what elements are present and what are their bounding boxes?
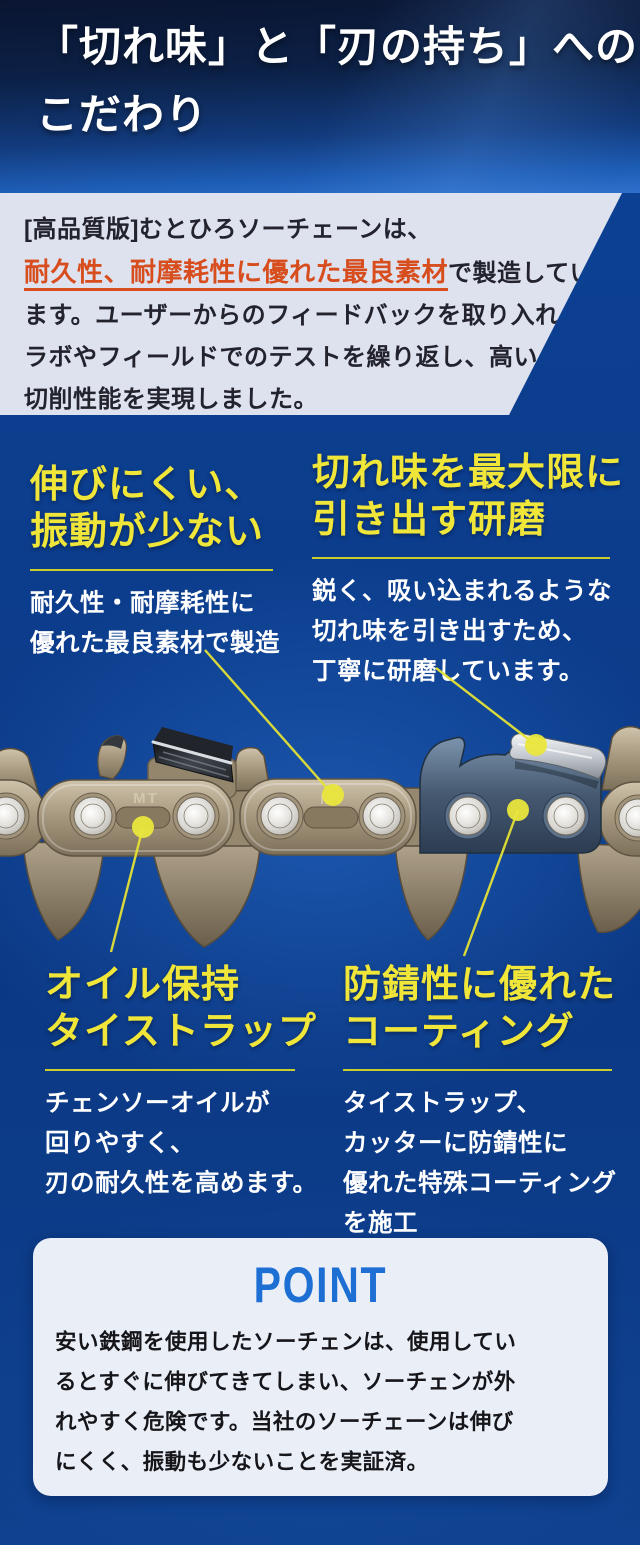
feature-low-stretch: 伸びにくい、 振動が少ない 耐久性・耐摩耗性に 優れた最良素材で製造 xyxy=(30,462,280,664)
header-banner: 「切れ味」と「刃の持ち」への こだわり xyxy=(0,0,640,193)
point-label: POINT xyxy=(253,1257,388,1313)
feature-sharpness-title: 切れ味を最大限に 引き出す研磨 xyxy=(312,450,624,544)
page-title-line-1: 「切れ味」と「刃の持ち」への xyxy=(36,25,639,71)
feature-oil-keeping-title: オイル保持 タイストラップ xyxy=(45,962,318,1056)
feature-anti-rust-title-1: 防錆性に優れた xyxy=(343,964,617,1006)
intro-line-2-rest: で製造してい xyxy=(448,260,595,287)
feature-anti-rust-desc: タイストラップ、 カッターに防錆性に 優れた特殊コーティング を施工 xyxy=(343,1084,617,1244)
chainsaw-chain-photo: MT MT xyxy=(0,649,640,957)
feature-sharpness-title-2: 引き出す研磨 xyxy=(312,499,547,541)
feature-low-stretch-title-2: 振動が少ない xyxy=(30,511,265,553)
point-label-wrap: POINT xyxy=(33,1260,608,1310)
feature-sharpness: 切れ味を最大限に 引き出す研磨 鋭く、吸い込まれるような 切れ味を引き出すため、… xyxy=(312,450,624,692)
intro-line-3: ます。ユーザーからのフィードバックを取り入れ、 xyxy=(24,302,585,329)
desc-line: 優れた特殊コーティング xyxy=(343,1170,617,1197)
desc-line: 鋭く、吸い込まれるような xyxy=(312,578,612,605)
desc-line: チェンソーオイルが xyxy=(45,1090,270,1117)
intro-line-5: 切削性能を実現しました。 xyxy=(24,386,318,413)
desc-line: 切れ味を引き出すため、 xyxy=(312,618,587,645)
desc-line: カッターに防錆性に xyxy=(343,1130,568,1157)
intro-line-2: 耐久性、耐摩耗性に優れた最良素材で製造してい xyxy=(0,251,622,295)
point-line: れやすく危険です。当社のソーチェーンは伸び xyxy=(55,1410,514,1434)
feature-oil-keeping-title-2: タイストラップ xyxy=(45,1011,317,1053)
point-line: るとすぐに伸びてきてしまい、ソーチェンが外 xyxy=(55,1370,516,1394)
feature-anti-rust: 防錆性に優れた コーティング タイストラップ、 カッターに防錆性に 優れた特殊コ… xyxy=(343,962,617,1244)
desc-line: を施工 xyxy=(343,1210,418,1237)
feature-low-stretch-title-1: 伸びにくい、 xyxy=(30,464,264,506)
feature-oil-keeping-divider xyxy=(45,1069,295,1071)
feature-low-stretch-title: 伸びにくい、 振動が少ない xyxy=(30,462,280,556)
feature-low-stretch-divider xyxy=(30,569,273,571)
point-line: にくく、振動も少ないことを実証済。 xyxy=(55,1450,429,1474)
desc-line: 丁寧に研磨しています。 xyxy=(312,658,584,685)
page-title: 「切れ味」と「刃の持ち」への こだわり xyxy=(36,14,638,150)
desc-line: 回りやすく、 xyxy=(45,1130,195,1157)
intro-card: [高品質版]むとひろソーチェーンは、 耐久性、耐摩耗性に優れた最良素材で製造して… xyxy=(0,193,622,415)
feature-anti-rust-title: 防錆性に優れた コーティング xyxy=(343,962,617,1056)
feature-anti-rust-divider xyxy=(343,1069,612,1071)
callout-dots xyxy=(132,734,547,838)
desc-line: 刃の耐久性を高めます。 xyxy=(45,1170,318,1197)
feature-sharpness-divider xyxy=(312,557,610,559)
chain-drive-links xyxy=(0,725,640,948)
feature-oil-keeping-title-1: オイル保持 xyxy=(45,964,241,1006)
feature-low-stretch-desc: 耐久性・耐摩耗性に 優れた最良素材で製造 xyxy=(30,584,280,664)
feature-oil-keeping: オイル保持 タイストラップ チェンソーオイルが 回りやすく、 刃の耐久性を高めま… xyxy=(45,962,318,1204)
mt-stamp: MT xyxy=(133,790,159,807)
intro-line-4: ラボやフィールドでのテストを繰り返し、高い xyxy=(24,344,539,371)
callout-lines xyxy=(109,649,537,957)
chain-rivets xyxy=(0,792,640,842)
intro-highlight: 耐久性、耐摩耗性に優れた最良素材 xyxy=(24,257,448,291)
feature-sharpness-desc: 鋭く、吸い込まれるような 切れ味を引き出すため、 丁寧に研磨しています。 xyxy=(312,572,624,692)
point-card: POINT 安い鉄鋼を使用したソーチェンは、使用してい るとすぐに伸びてきてしま… xyxy=(33,1238,608,1496)
desc-line: 耐久性・耐摩耗性に xyxy=(30,590,255,617)
feature-anti-rust-title-2: コーティング xyxy=(343,1011,575,1053)
desc-line: 優れた最良素材で製造 xyxy=(30,630,280,657)
point-line: 安い鉄鋼を使用したソーチェンは、使用してい xyxy=(55,1330,517,1354)
intro-line-1: [高品質版]むとひろソーチェーンは、 xyxy=(24,216,432,243)
desc-line: タイストラップ、 xyxy=(343,1090,542,1117)
feature-oil-keeping-desc: チェンソーオイルが 回りやすく、 刃の耐久性を高めます。 xyxy=(45,1084,318,1204)
feature-sharpness-title-1: 切れ味を最大限に xyxy=(312,452,625,494)
page-title-line-2: こだわり xyxy=(36,93,209,139)
point-body: 安い鉄鋼を使用したソーチェンは、使用してい るとすぐに伸びてきてしまい、ソーチェ… xyxy=(33,1322,608,1482)
